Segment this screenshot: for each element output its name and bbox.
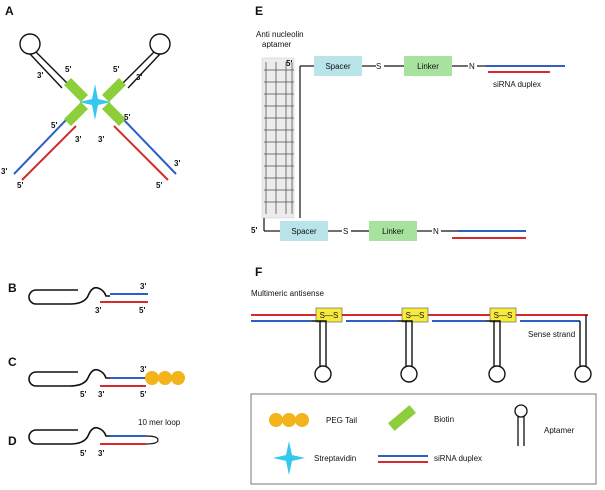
panel-a: A 3' 5' 5' (1, 4, 180, 190)
legend-box (250, 393, 597, 485)
linker-label: Linker (382, 227, 404, 236)
linker-box (404, 56, 452, 76)
legend-streptavidin-label: Streptavidin (314, 454, 356, 463)
hairpin-strand (28, 426, 110, 445)
panel-c-letter: C (8, 355, 17, 369)
end-label: 3' (98, 449, 104, 458)
sulfur-label: S (376, 62, 381, 71)
aptamer-hairpin-icon (514, 404, 528, 446)
sirna-duplex-icon (113, 119, 177, 181)
legend-aptamer-label: Aptamer (544, 426, 575, 435)
end-label: 3' (95, 306, 101, 315)
end-label: 5' (140, 390, 146, 399)
end-label: 3' (140, 282, 146, 291)
end-label: 5' (113, 65, 119, 74)
panel-c: C 3' 5' 3' 5' (8, 355, 185, 399)
end-label: 5' (156, 181, 162, 190)
end-label: 3' (140, 365, 146, 374)
end-label: 5' (139, 306, 145, 315)
panel-e-letter: E (255, 4, 263, 18)
disulfide-label: S—S (406, 311, 425, 320)
biotin-bar-icon (63, 77, 89, 103)
aptamer-label-line1: Anti nucleolin (256, 30, 304, 39)
end-label: 5' (65, 65, 71, 74)
sirna-duplex-icon (13, 119, 77, 181)
end-label: 5' (17, 181, 23, 190)
sulfur-label: S (343, 227, 348, 236)
disulfide-box (315, 307, 343, 323)
panel-f-letter: F (255, 265, 262, 279)
loop-cap (145, 435, 159, 445)
panel-b: B 3' 3' 5' (8, 281, 148, 315)
end-label: 3' (98, 135, 104, 144)
legend-sirna-label: siRNA duplex (434, 454, 482, 463)
end-label: 3' (1, 167, 7, 176)
panel-e: E Anti nucleolin aptamer (251, 4, 565, 241)
spacer-label: Spacer (291, 227, 317, 236)
biotin-bar-icon (388, 405, 416, 431)
spacer-box (280, 221, 328, 241)
aptamer-structure (261, 57, 295, 219)
end-label: 3' (37, 71, 43, 80)
aptamer-hairpin-icon (486, 320, 506, 383)
nitrogen-label: N (469, 62, 475, 71)
end-label: 3' (136, 73, 142, 82)
end-label: 5' (80, 449, 86, 458)
hairpin-strand (28, 286, 110, 305)
disulfide-label: S—S (494, 311, 513, 320)
linker-label: Linker (417, 62, 439, 71)
disulfide-box (401, 307, 429, 323)
end-label: 5' (124, 113, 130, 122)
end-label: 3' (174, 159, 180, 168)
panel-b-letter: B (8, 281, 17, 295)
aptamer-hairpin-icon (121, 33, 171, 89)
end-label: 3' (75, 135, 81, 144)
end-label: 5' (251, 226, 257, 235)
legend-biotin-label: Biotin (434, 415, 454, 424)
biotin-bar-icon (101, 101, 127, 127)
end-label: 5' (51, 121, 57, 130)
sense-strand-label: Sense strand (528, 330, 575, 339)
aptamer-hairpin-icon (19, 33, 69, 89)
spacer-label: Spacer (325, 62, 351, 71)
end-label: 5' (286, 59, 292, 68)
panel-a-letter: A (5, 4, 14, 18)
end-label: 3' (98, 390, 104, 399)
streptavidin-star-icon (79, 84, 111, 120)
end-label: 5' (80, 390, 86, 399)
disulfide-label: S—S (320, 311, 339, 320)
peg-tail-icon (269, 413, 309, 427)
streptavidin-star-icon (273, 441, 305, 475)
legend: PEG Tail Biotin Aptamer Streptavidin siR… (250, 393, 597, 485)
aptamer-label-line2: aptamer (262, 40, 292, 49)
nitrogen-label: N (433, 227, 439, 236)
peg-tail-icon (145, 371, 185, 385)
linker-box (369, 221, 417, 241)
hairpin-strand (28, 368, 110, 387)
biotin-bar-icon (63, 101, 89, 127)
disulfide-box (489, 307, 517, 323)
panel-d-letter: D (8, 434, 17, 448)
panel-d: D 10 mer loop 5' 3' (8, 418, 181, 458)
sirna-duplex-label: siRNA duplex (493, 80, 541, 89)
spacer-box (314, 56, 362, 76)
aptamer-hairpin-icon (398, 320, 418, 383)
biotin-bar-icon (101, 77, 127, 103)
legend-peg-label: PEG Tail (326, 416, 357, 425)
multimeric-title: Multimeric antisense (251, 289, 324, 298)
panel-f: F Multimeric antisense S—S S—S S—S (251, 265, 592, 383)
loop-label: 10 mer loop (138, 418, 181, 427)
aptamer-hairpin-icon (312, 320, 332, 383)
aptamer-hairpin-icon (574, 315, 592, 383)
